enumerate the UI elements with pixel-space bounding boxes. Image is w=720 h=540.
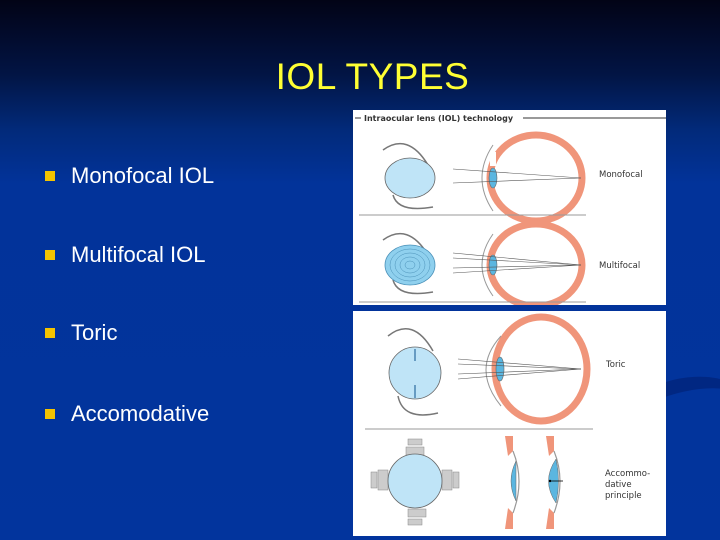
square-bullet-icon [45, 328, 55, 338]
slide-title: IOL TYPES [275, 56, 470, 97]
square-bullet-icon [45, 409, 55, 419]
accommodation-unaccommodated-icon [505, 436, 520, 529]
bullet-text: Multifocal IOL [71, 242, 206, 267]
bullet-text: Toric [71, 320, 118, 345]
eye-diagram-toric-icon [457, 313, 591, 425]
bullet-item: Multifocal IOL [45, 242, 206, 268]
figure-label-multifocal: Multifocal [599, 261, 640, 271]
multifocal-lens-icon [382, 232, 436, 295]
bullet-item: Accomodative [45, 401, 209, 427]
bullet-item: Toric [45, 320, 117, 346]
toric-lens-icon [387, 328, 442, 416]
bullet-text: Accomodative [71, 401, 210, 426]
figure-label-accommodative-line3: principle [605, 491, 642, 501]
figure-monofocal-multifocal: Intraocular lens (IOL) technology Monofo… [353, 110, 666, 305]
figure-label-accommodative-line2: dative [605, 480, 632, 490]
accommodation-accommodated-icon [546, 436, 563, 529]
bullet-text: Monofocal IOL [71, 163, 215, 188]
figure-label-accommodative-line1: Accommo- [605, 469, 650, 479]
figure-header: Intraocular lens (IOL) technology [364, 114, 514, 123]
bullet-item: Monofocal IOL [45, 163, 214, 189]
figure-label-toric: Toric [605, 360, 626, 370]
eye-diagram-monofocal-icon [452, 131, 586, 225]
figure-label-monofocal: Monofocal [599, 170, 643, 180]
square-bullet-icon [45, 250, 55, 260]
figure-toric-accommodative: Toric Accommo- da [353, 311, 666, 536]
accommodative-lens-icon [370, 438, 460, 526]
monofocal-lens-icon [382, 142, 436, 210]
eye-diagram-multifocal-icon [452, 220, 586, 305]
square-bullet-icon [45, 171, 55, 181]
